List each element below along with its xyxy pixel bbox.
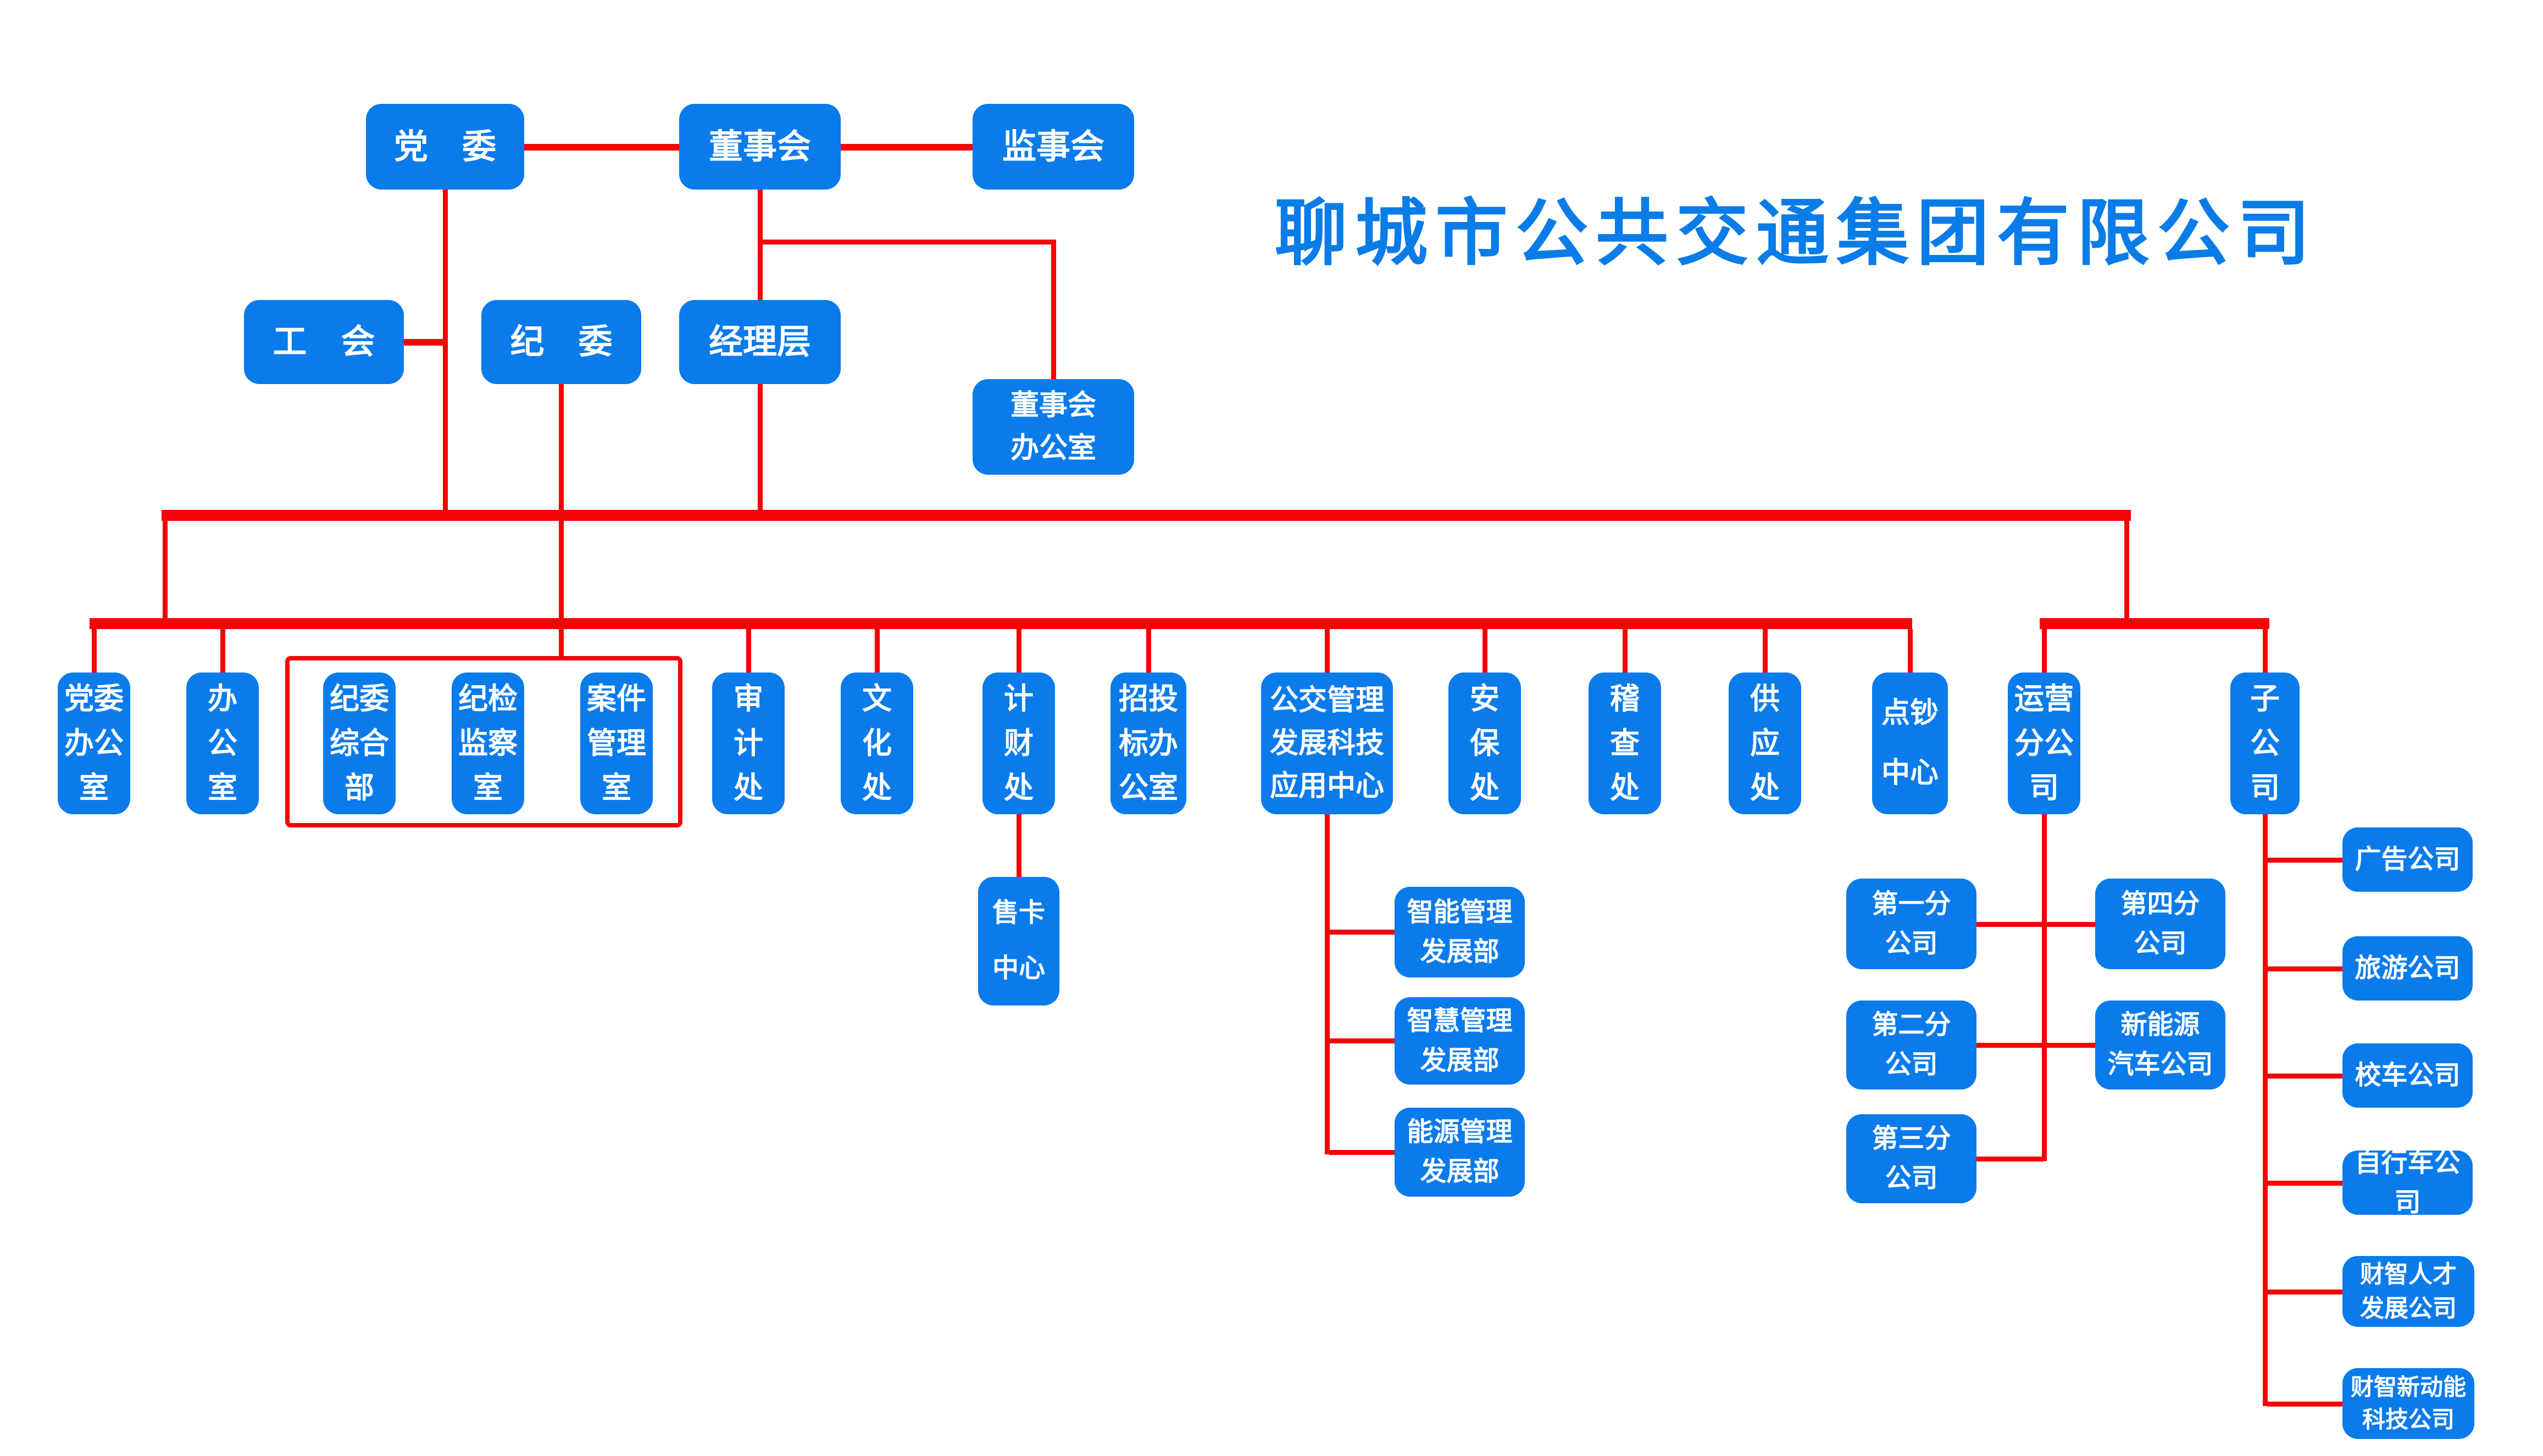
node-energy-mgmt-dept: 能源管理 发展部 (1395, 1108, 1525, 1197)
node-branch-4: 第四分 公司 (2095, 879, 2225, 969)
drop-security (1483, 629, 1487, 673)
drop-subsidiaries (2263, 629, 2268, 673)
connector-sub-branch-6 (2267, 1402, 2342, 1407)
dept-finance: 计 财 处 (982, 673, 1055, 814)
dept-general-office: 办 公 室 (186, 673, 259, 814)
dept-party-committee-office: 党委 办公 室 (58, 673, 130, 814)
connector-sub-branch-4 (2267, 1181, 2342, 1186)
connector-board-management (758, 190, 763, 300)
connector-sub-branch-3 (2267, 1074, 2342, 1079)
node-caizhi-newenergy-company: 财智新动能 科技公司 (2342, 1368, 2474, 1439)
node-management-level: 经理层 (679, 300, 841, 384)
connector-management-down (758, 384, 763, 516)
connector-operation-feed (2042, 814, 2047, 1161)
rail-right-drop (2124, 521, 2129, 620)
connector-tech-feed (1325, 814, 1330, 1154)
node-discipline-committee: 纪 委 (481, 300, 641, 384)
rail-upper (162, 510, 2131, 521)
company-title: 聊城市公共交通集团有限公司 (1275, 193, 2318, 274)
connector-board-office-elbow-h (760, 240, 1056, 244)
rail-left-drop (163, 521, 168, 620)
node-advertising-company: 广告公司 (2342, 827, 2473, 892)
connector-party-board (524, 144, 679, 151)
discipline-group-outline (285, 656, 682, 827)
connector-branch-row-1 (1976, 922, 2095, 927)
drop-general-office (220, 629, 225, 673)
node-bicycle-company: 自行车公司 (2342, 1148, 2473, 1217)
connector-tech-branch-3 (1329, 1150, 1395, 1155)
node-wisdom-mgmt-dept: 智慧管理 发展部 (1395, 997, 1525, 1085)
node-travel-company: 旅游公司 (2342, 936, 2473, 1001)
node-caizhi-talent-company: 财智人才 发展公司 (2342, 1256, 2474, 1327)
drop-cash-center (1908, 629, 1913, 673)
dept-case-management: 案件 管理 室 (580, 673, 653, 814)
connector-sub-branch-1 (2267, 858, 2342, 863)
node-branch-1: 第一分 公司 (1846, 879, 1976, 969)
node-board-office: 董事会 办公室 (973, 379, 1134, 475)
node-branch-3: 第三分 公司 (1846, 1114, 1976, 1203)
node-branch-2: 第二分 公司 (1846, 1001, 1976, 1090)
connector-discipline-down (559, 384, 564, 659)
dept-audit: 审 计 处 (712, 673, 785, 814)
drop-party-office (92, 629, 97, 673)
connector-sub-branch-2 (2267, 966, 2342, 971)
dept-operation-branch: 运营 分公 司 (2008, 673, 2080, 814)
dept-discipline-inspection: 纪检 监察 室 (452, 673, 524, 814)
node-card-center: 售卡 中心 (978, 877, 1059, 1005)
connector-union-branch (404, 339, 447, 346)
node-new-energy-auto: 新能源 汽车公司 (2095, 1001, 2225, 1090)
dept-culture: 文 化 处 (841, 673, 913, 814)
connector-board-office-elbow-v (1051, 240, 1056, 379)
node-smart-mgmt-dept: 智能管理 发展部 (1395, 887, 1525, 977)
drop-inspection (1623, 629, 1628, 673)
dept-cash-counting-center: 点钞 中心 (1872, 673, 1948, 814)
connector-subsidiaries-feed (2263, 814, 2268, 1406)
rail-lower-left (90, 618, 1912, 629)
connector-board-supervisory (841, 144, 973, 151)
connector-tech-branch-2 (1329, 1038, 1395, 1043)
drop-supply (1763, 629, 1768, 673)
drop-culture (875, 629, 880, 673)
connector-party-down (443, 190, 448, 516)
node-labor-union: 工 会 (244, 300, 404, 384)
connector-finance-card-center (1017, 814, 1021, 879)
dept-discipline-general: 纪委 综合 部 (323, 673, 396, 814)
node-school-bus-company: 校车公司 (2342, 1043, 2473, 1108)
dept-subsidiaries: 子 公 司 (2230, 673, 2300, 814)
connector-branch-row-3 (1976, 1157, 2044, 1162)
rail-lower-right (2040, 618, 2269, 629)
dept-security: 安 保 处 (1448, 673, 1521, 814)
drop-finance (1017, 629, 1021, 673)
drop-operation-branch (2042, 629, 2047, 673)
drop-audit (746, 629, 751, 673)
dept-bidding: 招投 标办 公室 (1111, 673, 1186, 814)
dept-supply: 供 应 处 (1729, 673, 1801, 814)
dept-inspection: 稽 查 处 (1589, 673, 1661, 814)
dept-transit-tech-center: 公交管理 发展科技 应用中心 (1261, 673, 1393, 814)
connector-sub-branch-5 (2267, 1290, 2342, 1294)
node-supervisory-board: 监事会 (973, 104, 1134, 190)
connector-branch-row-2 (1976, 1043, 2095, 1048)
connector-tech-branch-1 (1329, 930, 1395, 935)
drop-tech-center (1325, 629, 1330, 673)
drop-bidding (1146, 629, 1151, 673)
node-party-committee: 党 委 (366, 104, 524, 190)
node-board-of-directors: 董事会 (679, 104, 841, 190)
